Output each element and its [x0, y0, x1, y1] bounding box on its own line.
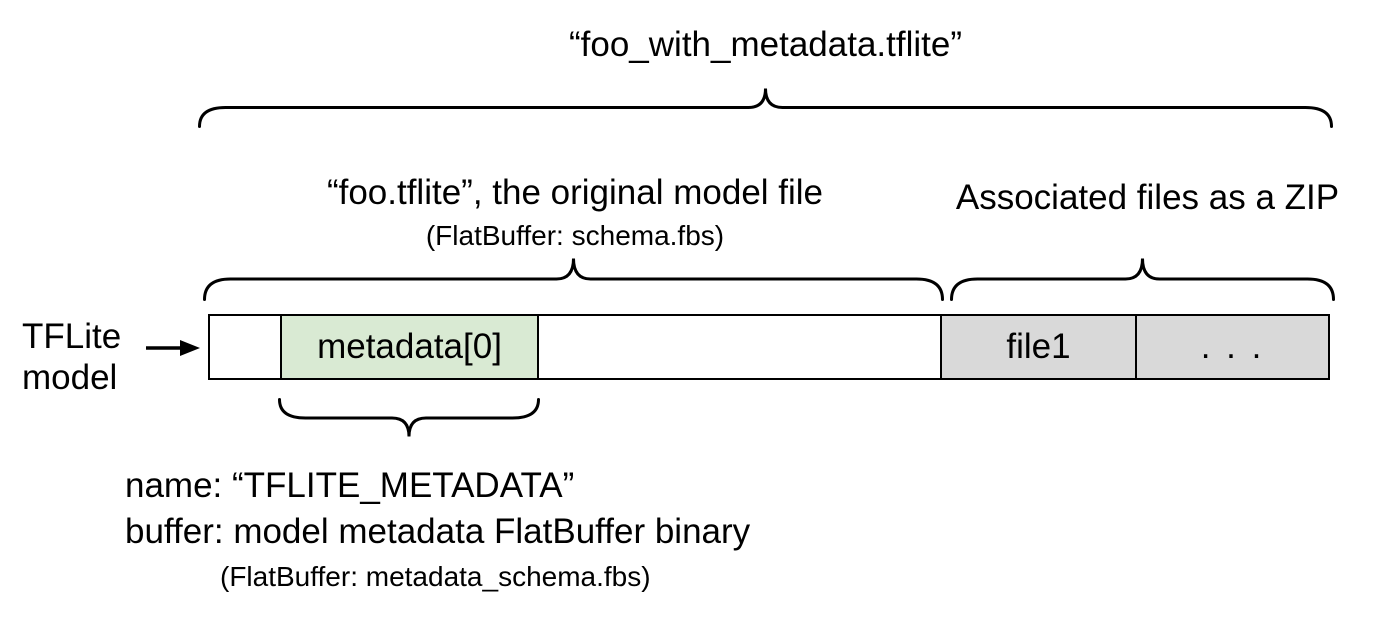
tflite-model-label-line2: model — [22, 358, 118, 397]
bar-segment-label: metadata[0] — [317, 327, 502, 366]
bar-segment-file1: file1 — [940, 316, 1135, 378]
bar-segment-label: . . . — [1200, 327, 1265, 366]
underbrace-metadata-icon — [278, 398, 540, 437]
overbrace-zip-icon — [950, 258, 1335, 301]
arrow-right-icon — [146, 340, 200, 356]
bar-segment-label: file1 — [1006, 327, 1071, 366]
bar-segment-more-files: . . . — [1135, 316, 1328, 378]
model-section-sublabel: (FlatBuffer: schema.fbs) — [425, 220, 725, 251]
bar-segment-model-body — [537, 316, 940, 378]
model-section-label: “foo.tflite”, the original model file — [326, 173, 824, 212]
overbrace-full-file-icon — [198, 88, 1333, 128]
file-title: “foo_with_metadata.tflite” — [569, 25, 962, 64]
bar-segment-metadata: metadata[0] — [280, 316, 537, 378]
tflite-model-label-line1: TFLite — [22, 317, 122, 356]
model-file-bar: metadata[0] file1 . . . — [208, 314, 1330, 380]
overbrace-model-icon — [203, 258, 944, 301]
metadata-note-name: name: “TFLITE_METADATA” — [125, 466, 575, 505]
metadata-note-buffer: buffer: model metadata FlatBuffer binary — [125, 512, 751, 551]
bar-segment-leading — [210, 316, 280, 378]
metadata-note-schema: (FlatBuffer: metadata_schema.fbs) — [220, 561, 651, 592]
zip-section-label: Associated files as a ZIP — [955, 178, 1340, 217]
tflite-model-label: TFLite model — [22, 316, 121, 398]
